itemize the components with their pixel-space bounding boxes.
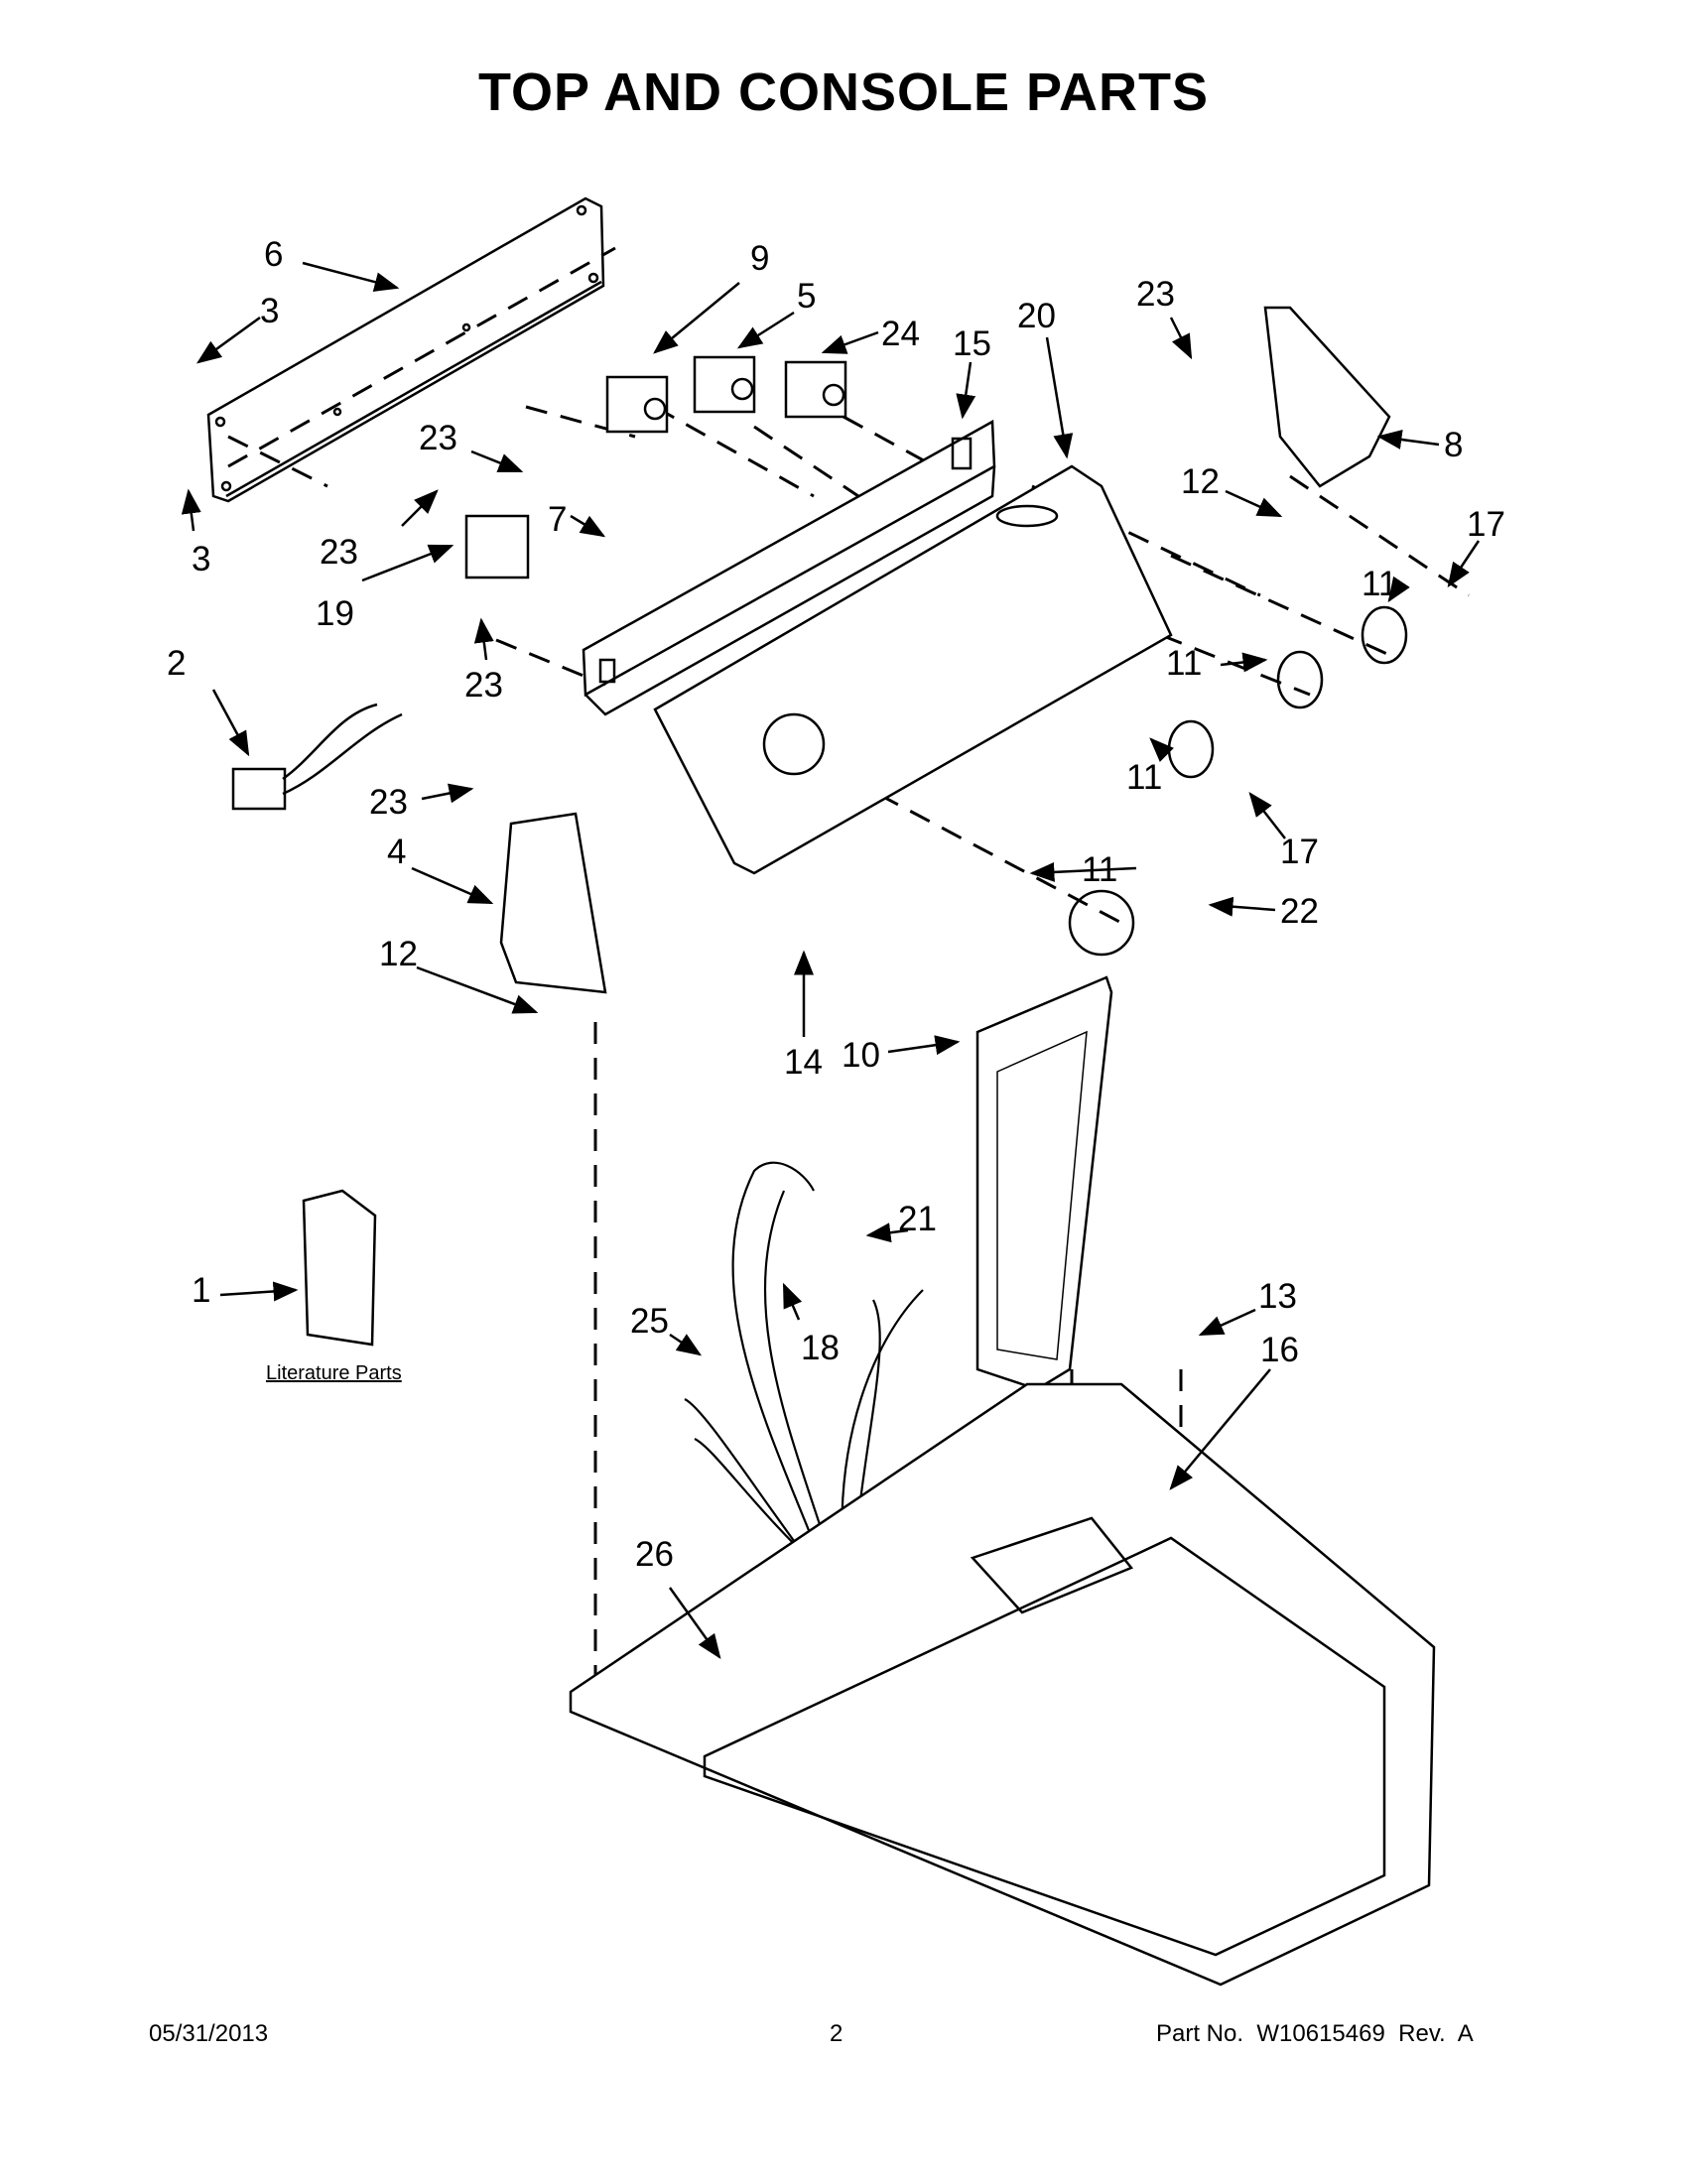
callout-label: 7 [548,500,567,539]
callout-label: 23 [1136,275,1175,314]
callout-label: 11 [1082,850,1117,889]
callout-label: 12 [379,935,418,973]
callout-label: 11 [1166,644,1202,683]
connector-part [231,767,287,811]
callout-label: 1 [192,1271,210,1310]
lint-screen-part [975,975,1113,1391]
control-panel-part [582,419,996,716]
literature-booklet-part [302,1189,377,1347]
switch-part [605,355,847,434]
callout-label: 23 [464,666,503,705]
callout-label: 23 [320,533,358,572]
end-cap-left-part [499,812,607,994]
callout-label: 16 [1260,1331,1299,1369]
dryer-top-part [569,1382,1436,1987]
callout-label: 2 [167,644,186,683]
callout-label: 8 [1444,426,1463,464]
callout-label: 18 [801,1329,840,1367]
footer-part-number: Part No. W10615469 Rev. A [1156,2020,1474,2047]
end-cap-right-part [1263,306,1391,488]
callout-label: 11 [1362,565,1397,603]
footer-page-number: 2 [830,2020,844,2047]
callout-label: 12 [1181,462,1220,501]
callout-label: 23 [419,419,457,457]
callout-label: 17 [1280,833,1319,871]
callout-label: 5 [797,277,816,316]
callout-label: 3 [260,292,279,330]
console-front-part [653,464,1173,875]
callout-label: 9 [750,239,769,278]
page-title: TOP AND CONSOLE PARTS [477,63,1210,122]
callout-label: 3 [192,540,210,578]
callout-label: 4 [387,833,406,871]
callout-label: 6 [264,235,283,274]
callout-label: 17 [1467,505,1505,544]
literature-parts-label: Literature Parts [266,1362,402,1384]
callout-label: 24 [881,315,920,353]
callout-label: 22 [1280,892,1319,931]
footer-date: 05/31/2013 [149,2020,269,2047]
timer-part [464,514,530,579]
callout-label: 19 [316,594,354,633]
callout-label: 13 [1258,1277,1297,1316]
callout-label: 10 [842,1036,880,1075]
callout-label: 14 [784,1043,823,1082]
callout-label: 21 [898,1200,937,1238]
callout-label: 15 [953,324,991,363]
rear-panel-part [206,196,605,503]
callout-label: 20 [1017,297,1056,335]
callout-label: 26 [635,1535,674,1574]
callout-label: 11 [1126,758,1162,797]
callout-label: 25 [630,1302,669,1341]
callout-label: 23 [369,783,408,822]
